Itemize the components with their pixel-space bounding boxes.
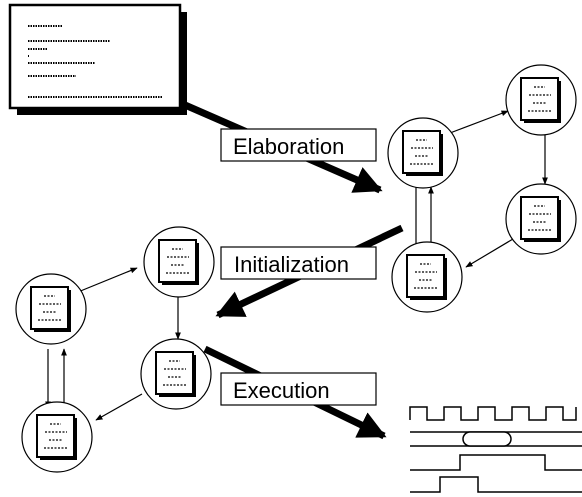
- process-node-left-4: [21, 401, 93, 473]
- initialization-label: Initialization: [234, 252, 349, 277]
- process-node-left-3: [140, 338, 212, 410]
- timing-waveform-icon: [409, 406, 582, 493]
- elaboration-label-box: Elaboration: [220, 128, 377, 162]
- source-document-icon: [8, 3, 187, 115]
- execution-label-box: Execution: [220, 372, 377, 406]
- execution-label: Execution: [233, 378, 330, 403]
- elaboration-label: Elaboration: [233, 134, 344, 159]
- left-graph-edges: [45, 267, 181, 421]
- process-node-left-1: [143, 226, 215, 298]
- process-node-right-4: [391, 241, 463, 313]
- process-node-right-1: [387, 117, 459, 189]
- process-node-left-2: [15, 273, 87, 345]
- right-graph-edges: [413, 110, 548, 268]
- initialization-label-box: Initialization: [220, 246, 377, 280]
- process-node-right-2: [505, 64, 577, 136]
- process-node-right-3: [505, 183, 577, 255]
